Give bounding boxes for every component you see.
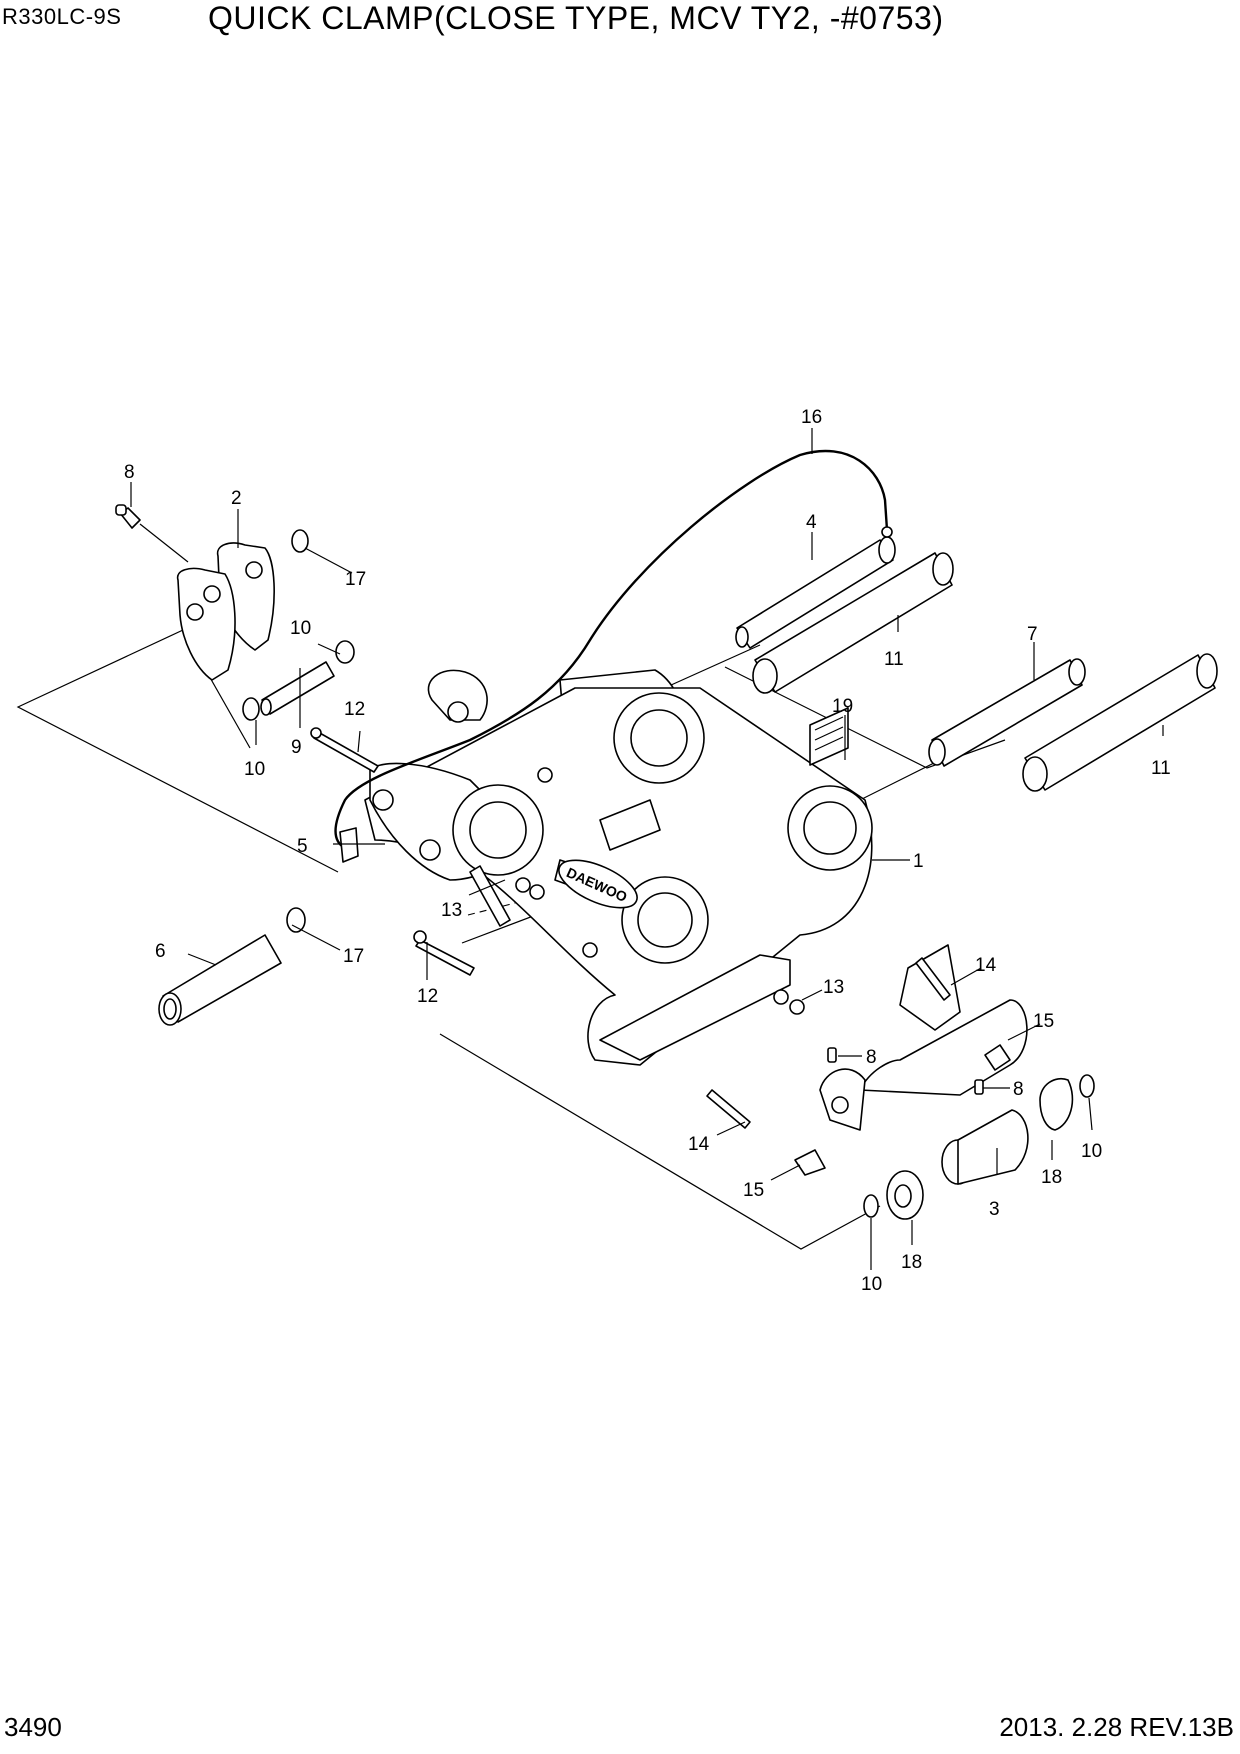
quick-clamp-frame: DAEWOO [364,669,873,1066]
callout-8-right: 8 [1013,1079,1024,1100]
callout-15-lower: 15 [743,1180,764,1201]
bracket-plates [176,542,275,681]
callout-14-lower: 14 [688,1134,710,1155]
model-code: R330LC-9S [2,4,122,29]
callout-10-bottom: 10 [861,1274,882,1295]
callout-17-top: 17 [345,569,366,590]
callout-13-left: 13 [441,900,462,921]
callout-leaders [130,428,1164,1270]
callout-10-upper: 10 [290,618,311,639]
callout-1: 1 [913,851,924,872]
callout-14-upper: 14 [975,955,997,976]
callout-10-right: 10 [1081,1141,1102,1162]
callout-4: 4 [806,512,817,533]
callout-16: 16 [801,407,822,428]
callout-9: 9 [291,737,302,758]
callout-15-upper: 15 [1033,1011,1054,1032]
bolts [310,727,805,1015]
callout-3: 3 [989,1199,1000,1220]
callout-18-bottom: 18 [901,1252,922,1273]
callout-17-bottom: 17 [343,946,364,967]
snap-rings [242,529,1095,1218]
callout-19: 19 [832,696,853,717]
callout-8-middle: 8 [866,1047,877,1068]
page-number: 3490 [4,1712,62,1742]
callout-numbers: 8 2 17 10 12 9 10 5 13 6 17 12 16 4 11 7… [124,407,1171,1295]
callout-2: 2 [231,488,242,509]
assembly-lines [16,605,1006,1250]
callout-18-right: 18 [1041,1167,1062,1188]
callout-8-top: 8 [124,462,135,483]
callout-7: 7 [1027,624,1038,645]
callout-13-right: 13 [823,977,844,998]
callout-11-lower: 11 [1151,758,1171,779]
callout-12-lower: 12 [417,986,438,1007]
callout-5: 5 [297,836,308,857]
callout-11-upper: 11 [884,649,904,670]
callout-10-left: 10 [244,759,265,780]
page-title: QUICK CLAMP(CLOSE TYPE, MCV TY2, -#0753) [208,0,944,36]
cylinder-assembly [706,944,1074,1220]
pins-bushes [115,504,1218,1026]
callout-12-upper: 12 [344,699,365,720]
cable-harness [334,449,893,863]
callout-6: 6 [155,941,166,962]
revision-date: 2013. 2.28 REV.13B [999,1712,1234,1742]
